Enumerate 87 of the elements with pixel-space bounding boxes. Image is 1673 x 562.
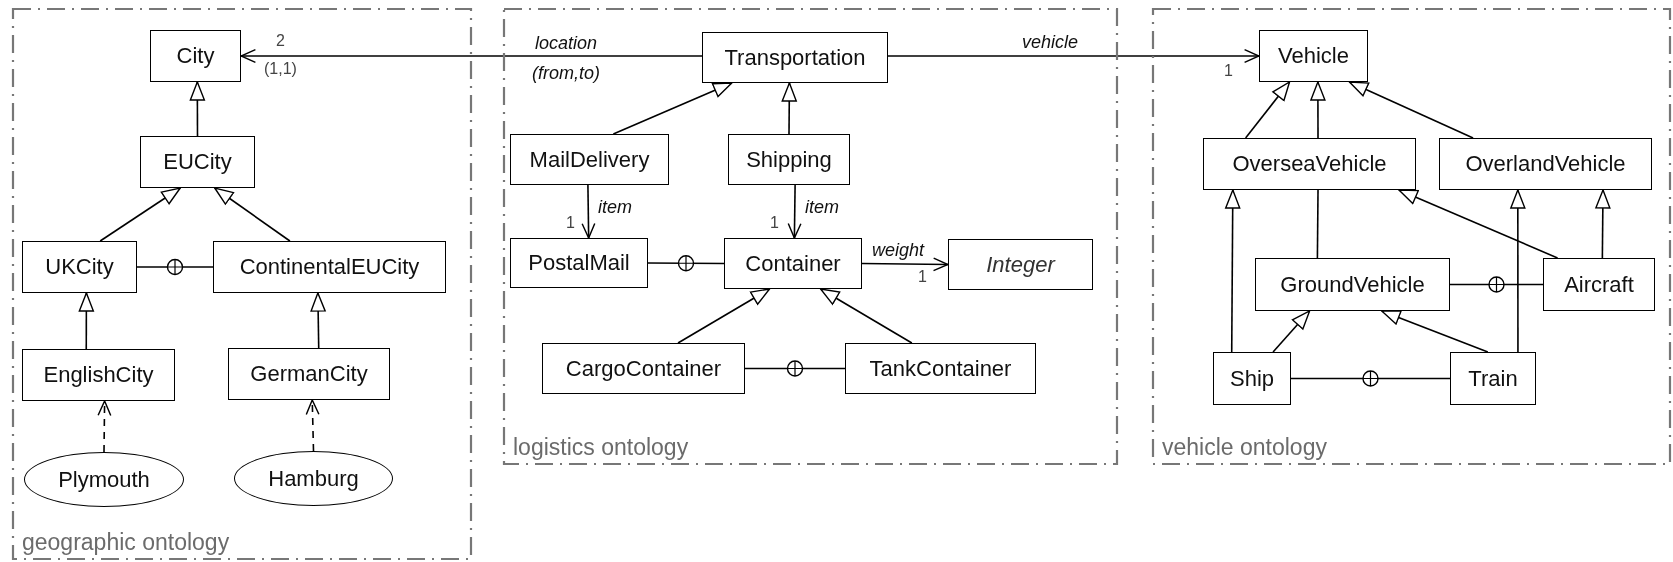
multiplicity: 1 [918,268,927,286]
class-box [140,136,255,188]
class-name: GroundVehicle [1280,271,1425,298]
class-box [1543,258,1655,311]
class-name: OverlandVehicle [1465,151,1626,177]
edge-label: vehicle [1022,32,1079,52]
generalization-arrow [213,187,291,242]
class-name: Container [745,250,841,277]
class-box [724,238,862,289]
class-box [542,343,745,394]
class-name: GermanCity [250,361,368,387]
class-name: Transportation [724,44,866,71]
class-name: Integer [986,251,1055,278]
generalization-arrow [1398,189,1559,259]
generalization-arrow [612,82,733,135]
association-arrow [581,184,596,239]
package-frame [12,8,472,560]
edge-label: item [598,197,632,217]
class-name: MailDelivery [529,146,650,173]
generalization-arrow [189,81,206,137]
class-box [1259,30,1368,82]
generalization-arrow [1380,310,1489,353]
class-box [1450,352,1536,405]
edge-label: location (from,to) [531,32,601,85]
association-arrow [861,257,949,272]
generalization-arrow [1225,189,1241,353]
class-name: Ship [1229,365,1274,392]
generalization-arrow [1348,81,1474,139]
class-box [228,348,390,400]
class-box [1439,138,1652,190]
association-arrow [887,49,1260,63]
class-box [1255,258,1450,311]
class-box [1213,352,1291,405]
class-name: Shipping [746,146,832,173]
instantiation-arrow [305,399,320,452]
generalization-arrow [1595,189,1611,259]
class-box [150,30,241,82]
multiplicity: 2 [276,32,285,50]
class-name: OverseaVehicle [1232,151,1387,177]
class-name: CargoContainer [565,355,722,382]
class-name: TankContainer [869,355,1012,382]
package-label: geographic ontology [22,529,230,556]
class-box [1203,138,1416,190]
link-line [1316,189,1319,259]
class-box [845,343,1036,394]
association-arrow [787,184,802,239]
class-name: EnglishCity [43,362,154,388]
generalization-arrow [677,288,771,344]
package-label: vehicle ontology [1162,434,1327,461]
generalization-arrow [1510,189,1526,353]
class-box [510,238,648,288]
instance-name: Hamburg [268,465,359,492]
generalization-arrow [819,288,913,344]
class-name: City [176,43,215,69]
multiplicity: 1 [1224,62,1233,80]
class-name: Aircraft [1564,271,1634,298]
class-name: Train [1468,365,1518,392]
edge-label: weight [872,240,925,260]
association-arrow [240,49,703,63]
package-frame [1152,8,1671,465]
class-box [702,32,888,83]
class-name: Vehicle [1278,43,1349,69]
package-label: logistics ontology [513,434,689,461]
multiplicity: 1 [566,214,575,232]
class-box [22,241,137,293]
class-box [510,134,669,185]
generalization-arrow [99,187,182,242]
class-box [213,241,446,293]
class-name: UKCity [45,254,114,280]
package-frame [503,8,1118,465]
multiplicity: 1 [770,214,779,232]
instance-name: Plymouth [58,466,150,493]
generalization-arrow [781,82,797,135]
generalization-arrow [78,292,95,350]
class-name: PostalMail [528,250,630,276]
multiplicity: (1,1) [264,60,297,78]
edge-label: item [805,197,839,217]
generalization-arrow [1310,81,1326,139]
class-name: EUCity [163,149,232,175]
class-box [728,134,850,185]
class-box [22,349,175,401]
class-box [948,239,1093,290]
generalization-arrow [1272,310,1311,353]
generalization-arrow [310,292,326,349]
generalization-arrow [1244,81,1291,139]
instantiation-arrow [97,400,112,453]
class-name: ContinentalEUCity [239,254,420,280]
